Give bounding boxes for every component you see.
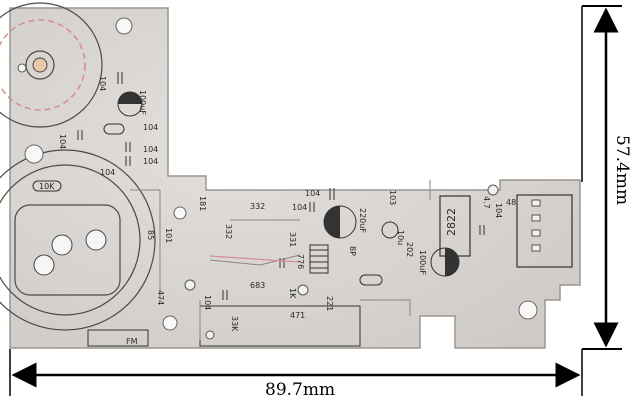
label-r181: 181	[198, 196, 207, 211]
pad-misc-1	[184, 279, 196, 291]
resistor-10k-outline	[32, 180, 62, 192]
label-r1k: 1K	[288, 288, 297, 299]
label-c331: 331	[288, 232, 297, 247]
label-c85: 85	[146, 230, 155, 240]
ic-2822-outline	[439, 195, 471, 257]
label-c104-right-c: 104	[143, 157, 158, 166]
coil	[309, 244, 329, 274]
pad-misc-2	[297, 284, 309, 296]
label-c101: 101	[164, 228, 173, 243]
label-c100uf-bottom: 100uF	[418, 250, 427, 275]
label-c100uf-top: 100uF	[138, 90, 147, 115]
pad-misc-4	[205, 330, 215, 340]
dimension-height	[581, 5, 622, 396]
dimension-height-label: 57.4mm	[612, 135, 632, 205]
electrolytic-cap-1	[117, 91, 143, 117]
label-c104-center: 104	[292, 203, 307, 212]
pot-hole-2	[85, 229, 107, 251]
mount-hole-top-right	[115, 17, 133, 35]
label-c104-left: 104	[58, 134, 67, 149]
connector-header	[516, 194, 573, 268]
label-c48: 48	[506, 198, 516, 207]
label-c104-b: 104	[305, 189, 320, 198]
pad-misc-3	[487, 184, 499, 196]
label-ic2822: 2822	[445, 208, 458, 236]
electrolytic-cap-2	[323, 205, 357, 239]
label-c474: 474	[156, 290, 165, 305]
pot-hole-1	[51, 234, 73, 256]
pot-outline	[0, 149, 156, 331]
fm-strip	[87, 329, 149, 347]
connector-pads	[531, 199, 541, 252]
dimension-width	[9, 349, 581, 396]
electrolytic-cap-3	[430, 247, 460, 277]
label-c683: 683	[250, 281, 265, 290]
mount-hole-bottom-mid	[162, 315, 178, 331]
label-c104-mid: 104	[100, 168, 115, 177]
label-c220uf: 220uF	[358, 208, 367, 233]
mount-hole-mid	[173, 206, 187, 220]
label-c332-b: 332	[224, 224, 233, 239]
label-r10k: 10K	[39, 182, 55, 191]
pot-hole-3	[33, 254, 55, 276]
label-c332-a: 332	[250, 202, 265, 211]
label-c104-far-right: 104	[494, 203, 503, 218]
label-c104-top: 104	[98, 76, 107, 91]
label-c471: 471	[290, 311, 305, 320]
electrolytic-cap-4	[381, 221, 399, 239]
speaker-outline-top	[0, 2, 103, 128]
traces	[130, 180, 431, 340]
label-c104-right-b: 104	[143, 145, 158, 154]
label-c103: 103	[388, 190, 397, 205]
label-fm: FM	[126, 337, 138, 346]
small-component-marks	[77, 72, 485, 300]
dimension-width-label: 89.7mm	[265, 380, 335, 400]
pad-top-center	[32, 57, 48, 73]
label-c221: 221	[325, 296, 334, 311]
label-c202: 202	[405, 242, 414, 257]
mount-hole-left	[24, 144, 44, 164]
label-c104-bottom: 104	[203, 295, 212, 310]
label-r33k: 33K	[230, 316, 239, 332]
mount-hole-top-left	[17, 63, 27, 73]
resistor-mark-1	[103, 123, 125, 135]
pink-trace	[209, 255, 301, 263]
mount-hole-right	[518, 300, 538, 320]
label-c8p: 8P	[348, 246, 357, 256]
label-l776: 776	[296, 254, 305, 269]
label-c10u: 10u	[396, 230, 405, 245]
resistor-mark-2	[359, 274, 383, 286]
label-c104-right-a: 104	[143, 123, 158, 132]
label-c47: 4.7	[482, 196, 491, 209]
